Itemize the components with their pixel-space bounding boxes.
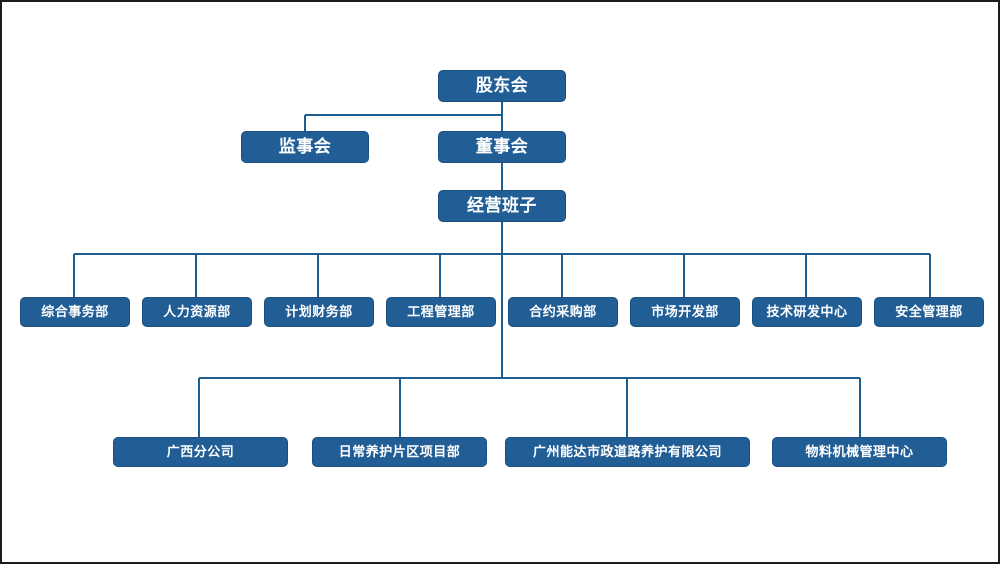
node-department-engineering-management[interactable]: 工程管理部 [386, 297, 496, 327]
node-label: 技术研发中心 [766, 304, 848, 320]
node-unit-guangxi-branch[interactable]: 广西分公司 [113, 437, 288, 467]
node-management-team[interactable]: 经营班子 [438, 190, 566, 222]
node-department-safety-management[interactable]: 安全管理部 [874, 297, 984, 327]
node-unit-material-machinery-center[interactable]: 物料机械管理中心 [772, 437, 947, 467]
node-label: 经营班子 [467, 195, 537, 216]
node-department-technology-rd-center[interactable]: 技术研发中心 [752, 297, 862, 327]
node-board-of-directors[interactable]: 董事会 [438, 131, 566, 163]
node-department-market-development[interactable]: 市场开发部 [630, 297, 740, 327]
node-label: 日常养护片区项目部 [338, 444, 461, 460]
node-label: 市场开发部 [651, 304, 719, 320]
node-unit-guangzhou-nengda-road-maintenance[interactable]: 广州能达市政道路养护有限公司 [505, 437, 750, 467]
node-supervisory-board[interactable]: 监事会 [241, 131, 369, 163]
node-department-planning-finance[interactable]: 计划财务部 [264, 297, 374, 327]
node-label: 广州能达市政道路养护有限公司 [532, 444, 722, 460]
node-label: 监事会 [278, 136, 332, 157]
node-shareholders-meeting[interactable]: 股东会 [438, 70, 566, 102]
node-unit-daily-maintenance-project[interactable]: 日常养护片区项目部 [312, 437, 487, 467]
node-label: 计划财务部 [285, 304, 353, 320]
node-label: 合约采购部 [529, 304, 597, 320]
node-label: 人力资源部 [163, 304, 231, 320]
node-label: 广西分公司 [166, 444, 235, 460]
node-department-general-affairs[interactable]: 综合事务部 [20, 297, 130, 327]
node-label: 董事会 [475, 136, 529, 157]
node-label: 工程管理部 [407, 304, 475, 320]
node-department-human-resources[interactable]: 人力资源部 [142, 297, 252, 327]
node-label: 综合事务部 [41, 304, 109, 320]
node-department-contract-procurement[interactable]: 合约采购部 [508, 297, 618, 327]
node-label: 安全管理部 [895, 304, 963, 320]
node-label: 物料机械管理中心 [805, 444, 914, 460]
node-label: 股东会 [475, 75, 529, 96]
